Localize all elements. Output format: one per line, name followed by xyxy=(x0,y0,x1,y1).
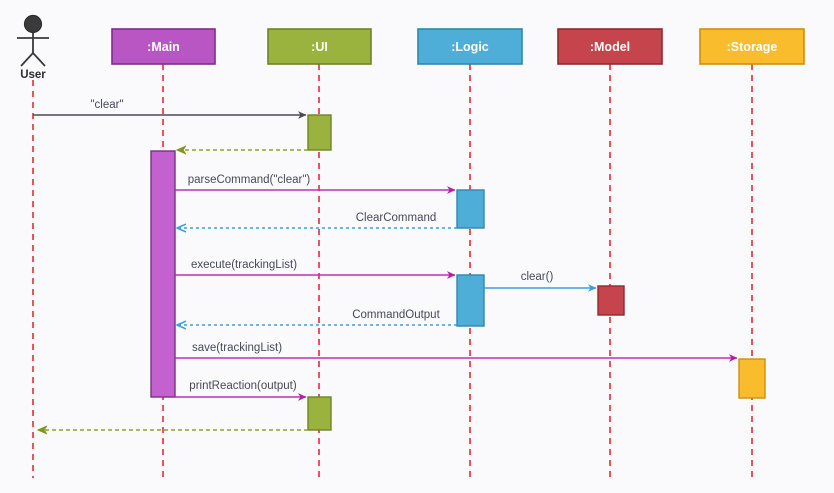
participant-box-logic[interactable] xyxy=(417,28,523,65)
message-clear-command-return[interactable]: ClearCommand xyxy=(177,212,457,228)
activation-ui-2[interactable] xyxy=(307,396,332,431)
message-command-output-return[interactable]: CommandOutput xyxy=(177,309,457,325)
participant-box-storage[interactable] xyxy=(699,28,805,65)
message-parse-command[interactable]: parseCommand("clear") xyxy=(175,174,456,194)
message-clear[interactable]: "clear" xyxy=(33,99,307,119)
participant-box-main[interactable] xyxy=(111,28,216,65)
participant-storage[interactable]: :Storage xyxy=(699,28,805,65)
participant-label-model: :Model xyxy=(590,40,630,54)
lifelines-group xyxy=(32,64,753,478)
participant-label-storage: :Storage xyxy=(727,40,778,54)
message-label-command-output: CommandOutput xyxy=(352,309,440,321)
participant-label-main: :Main xyxy=(147,40,180,54)
message-label-print-reaction: printReaction(output) xyxy=(189,380,297,392)
actor-head-icon xyxy=(23,14,43,34)
message-print-reaction[interactable]: printReaction(output) xyxy=(175,380,307,401)
message-execute[interactable]: execute(trackingList) xyxy=(175,259,456,279)
actor-leg-left-icon xyxy=(20,52,34,67)
activation-logic-2[interactable] xyxy=(456,274,485,327)
message-label-save: save(trackingList) xyxy=(192,342,282,354)
activation-storage-1[interactable] xyxy=(738,358,766,399)
participant-label-ui: :UI xyxy=(311,40,328,54)
message-label-parse-command: parseCommand("clear") xyxy=(188,174,311,186)
participant-model[interactable]: :Model xyxy=(557,28,663,65)
participant-label-logic: :Logic xyxy=(451,40,489,54)
activations-group xyxy=(150,114,766,431)
participant-main[interactable]: :Main xyxy=(111,28,216,65)
message-model-clear[interactable]: clear() xyxy=(484,271,597,292)
participant-ui[interactable]: :UI xyxy=(267,28,372,65)
activation-model-1[interactable] xyxy=(597,285,625,316)
activation-main-1[interactable] xyxy=(150,150,176,398)
message-label-model-clear: clear() xyxy=(521,271,554,283)
activation-ui-1[interactable] xyxy=(307,114,332,151)
message-label-clear-command: ClearCommand xyxy=(356,212,437,224)
message-save[interactable]: save(trackingList) xyxy=(175,342,738,362)
actor-label-user: User xyxy=(20,69,46,81)
participant-box-ui[interactable] xyxy=(267,28,372,65)
participant-logic[interactable]: :Logic xyxy=(417,28,523,65)
actor-user[interactable]: User xyxy=(17,14,49,82)
participant-box-model[interactable] xyxy=(557,28,663,65)
message-label-clear: "clear" xyxy=(90,99,123,111)
message-label-execute: execute(trackingList) xyxy=(191,259,297,271)
actor-leg-right-icon xyxy=(32,52,46,67)
activation-logic-1[interactable] xyxy=(456,189,485,229)
